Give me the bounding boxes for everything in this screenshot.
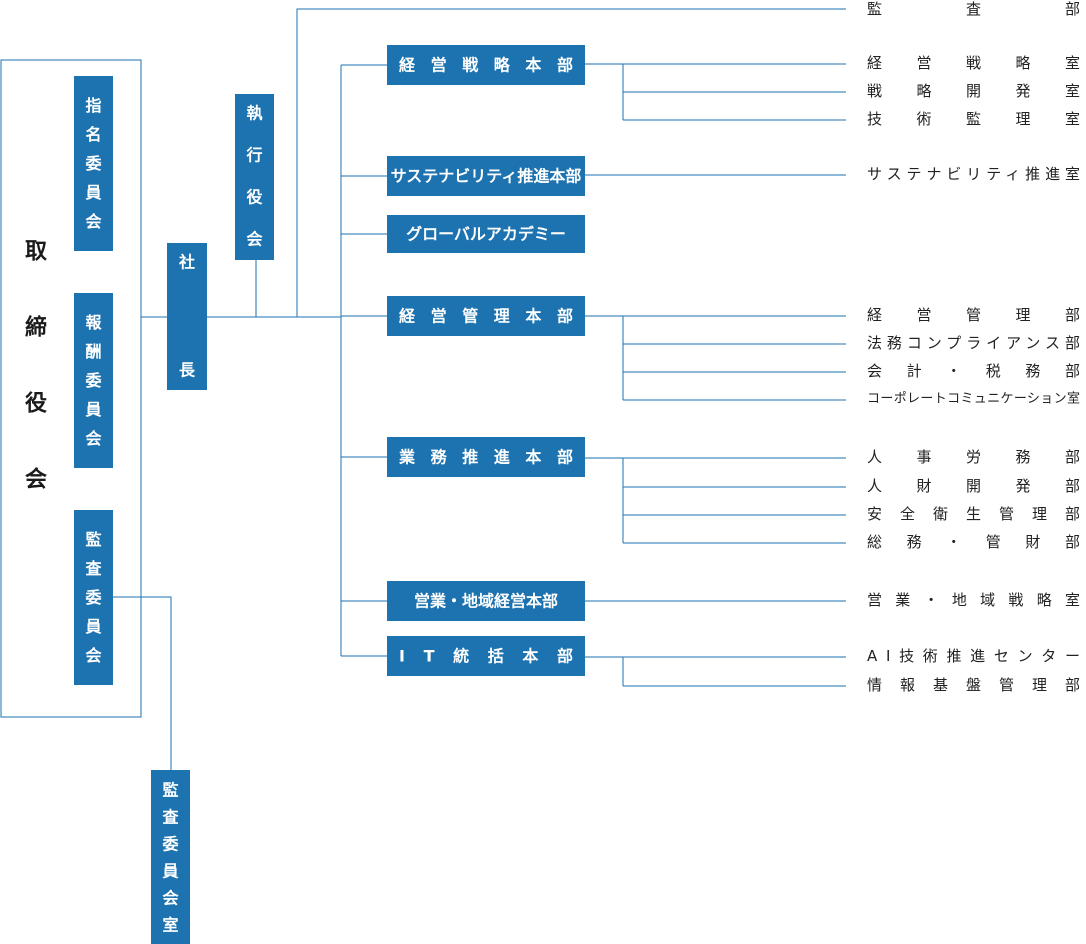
president-box bbox=[167, 243, 207, 390]
board-label-char: 役 bbox=[25, 392, 47, 417]
audit-dept-label: 監査部 bbox=[867, 0, 1080, 18]
audit-dept-connector bbox=[296, 8, 846, 317]
committee-label-0-char: 委 bbox=[84, 154, 102, 173]
committee-box-1 bbox=[74, 293, 113, 468]
hq-label-1: サステナビリティ推進本部 bbox=[391, 167, 582, 186]
connector-lines bbox=[113, 8, 846, 770]
dept-label-3-3: コーポレートコミュニケーション室 bbox=[867, 391, 1080, 407]
audit-office-label-char: 員 bbox=[161, 862, 178, 881]
audit-office-label-char: 監 bbox=[162, 781, 178, 800]
hq-label-2: グローバルアカデミー bbox=[406, 225, 566, 244]
exec-officers-box bbox=[235, 94, 274, 260]
dept-label-3-0: 経営管理部 bbox=[867, 306, 1080, 324]
board-outline bbox=[0, 59, 142, 718]
committee-label-0-char: 会 bbox=[85, 212, 101, 231]
dept-label-5-0: 営業・地域戦略室 bbox=[867, 591, 1080, 609]
hq-box-6 bbox=[387, 636, 585, 676]
committee-label-1-char: 員 bbox=[84, 400, 101, 419]
exec-officers-label-char: 会 bbox=[246, 230, 262, 249]
audit-office-label-char: 委 bbox=[161, 835, 179, 854]
president-label: 社長 bbox=[178, 253, 196, 380]
hq-box-4 bbox=[387, 437, 585, 477]
dept-label-4-3: 総務・管財部 bbox=[867, 533, 1080, 551]
dept-label-4-2: 安全衛生管理部 bbox=[867, 505, 1080, 523]
committee-label-2-char: 査 bbox=[85, 559, 101, 578]
president-label-char: 長 bbox=[179, 361, 196, 380]
exec-officers-label-char: 執 bbox=[246, 104, 262, 123]
dept-label-0-0: 経営戦略室 bbox=[867, 54, 1080, 72]
committee-label-0-char: 員 bbox=[84, 183, 101, 202]
committee-box-2 bbox=[74, 510, 113, 685]
audit-office-connector bbox=[113, 596, 172, 770]
committee-label-1-char: 会 bbox=[85, 429, 101, 448]
board-label-char: 締 bbox=[25, 315, 47, 341]
dept-label-4-0: 人事労務部 bbox=[867, 448, 1080, 466]
committee-label-2-char: 会 bbox=[85, 646, 101, 665]
hq-box-5 bbox=[387, 581, 585, 621]
exec-officers-label-char: 行 bbox=[245, 146, 262, 165]
committee-label-1-char: 報 bbox=[85, 313, 102, 332]
exec-officers-label-char: 役 bbox=[246, 188, 263, 207]
committee-label-2-char: 監 bbox=[85, 530, 101, 549]
dept-label-0-2: 技術監理室 bbox=[867, 110, 1080, 128]
audit-office-label-char: 会 bbox=[162, 889, 178, 908]
dept-label-0-1: 戦略開発室 bbox=[867, 82, 1080, 100]
dept-label-4-1: 人財開発部 bbox=[867, 477, 1080, 495]
committee-label-2-char: 員 bbox=[84, 617, 101, 636]
committee-label-1-char: 酬 bbox=[85, 342, 101, 361]
committee-label-0-char: 指 bbox=[85, 96, 101, 115]
committee-box-0 bbox=[74, 76, 113, 251]
dept-label-6-0: AI技術推進センター bbox=[867, 647, 1080, 665]
dept-label-1-0: サステナビリティ推進室 bbox=[867, 165, 1080, 183]
hq-box-0 bbox=[387, 45, 585, 85]
dept-label-3-1: 法務コンプライアンス部 bbox=[867, 334, 1080, 352]
president-label-char: 社 bbox=[178, 253, 195, 272]
board-label-char: 会 bbox=[25, 467, 47, 493]
committee-label-2-char: 委 bbox=[84, 588, 102, 607]
dept-label-6-1: 情報基盤管理部 bbox=[867, 676, 1080, 694]
committee-label-0-char: 名 bbox=[85, 125, 101, 144]
board-label-char: 取 bbox=[25, 240, 47, 265]
dept-label-3-2: 会計・税務部 bbox=[867, 362, 1080, 380]
hq-box-2 bbox=[387, 215, 585, 253]
committee-label-1-char: 委 bbox=[84, 371, 102, 390]
audit-office-label-char: 査 bbox=[162, 808, 178, 827]
hq-box-3 bbox=[387, 296, 585, 336]
hq-label-5: 営業・地域経営本部 bbox=[414, 592, 558, 611]
hq-box-1 bbox=[387, 156, 585, 196]
audit-office-label-char: 室 bbox=[162, 916, 178, 935]
audit-office-box bbox=[151, 770, 190, 944]
